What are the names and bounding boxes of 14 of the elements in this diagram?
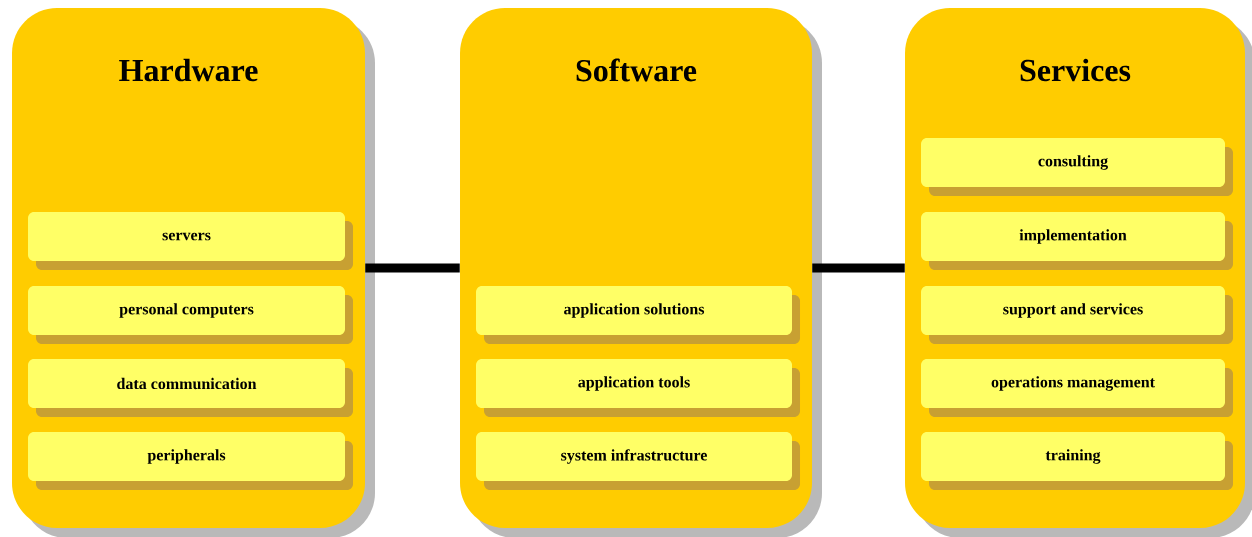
item-box: application tools (476, 359, 800, 417)
connector-line (365, 263, 460, 273)
item-box: operations management (921, 359, 1233, 417)
connector-line (812, 263, 905, 273)
item-box: system infrastructure (476, 432, 800, 490)
item-box: training (921, 432, 1233, 490)
item-box: implementation (921, 212, 1233, 270)
item-box: data communication (28, 359, 353, 417)
item-box: support and services (921, 286, 1233, 344)
item-box: servers (28, 212, 353, 270)
item-box: consulting (921, 138, 1233, 196)
item-box: peripherals (28, 432, 353, 490)
item-box: personal computers (28, 286, 353, 344)
item-box: application solutions (476, 286, 800, 344)
